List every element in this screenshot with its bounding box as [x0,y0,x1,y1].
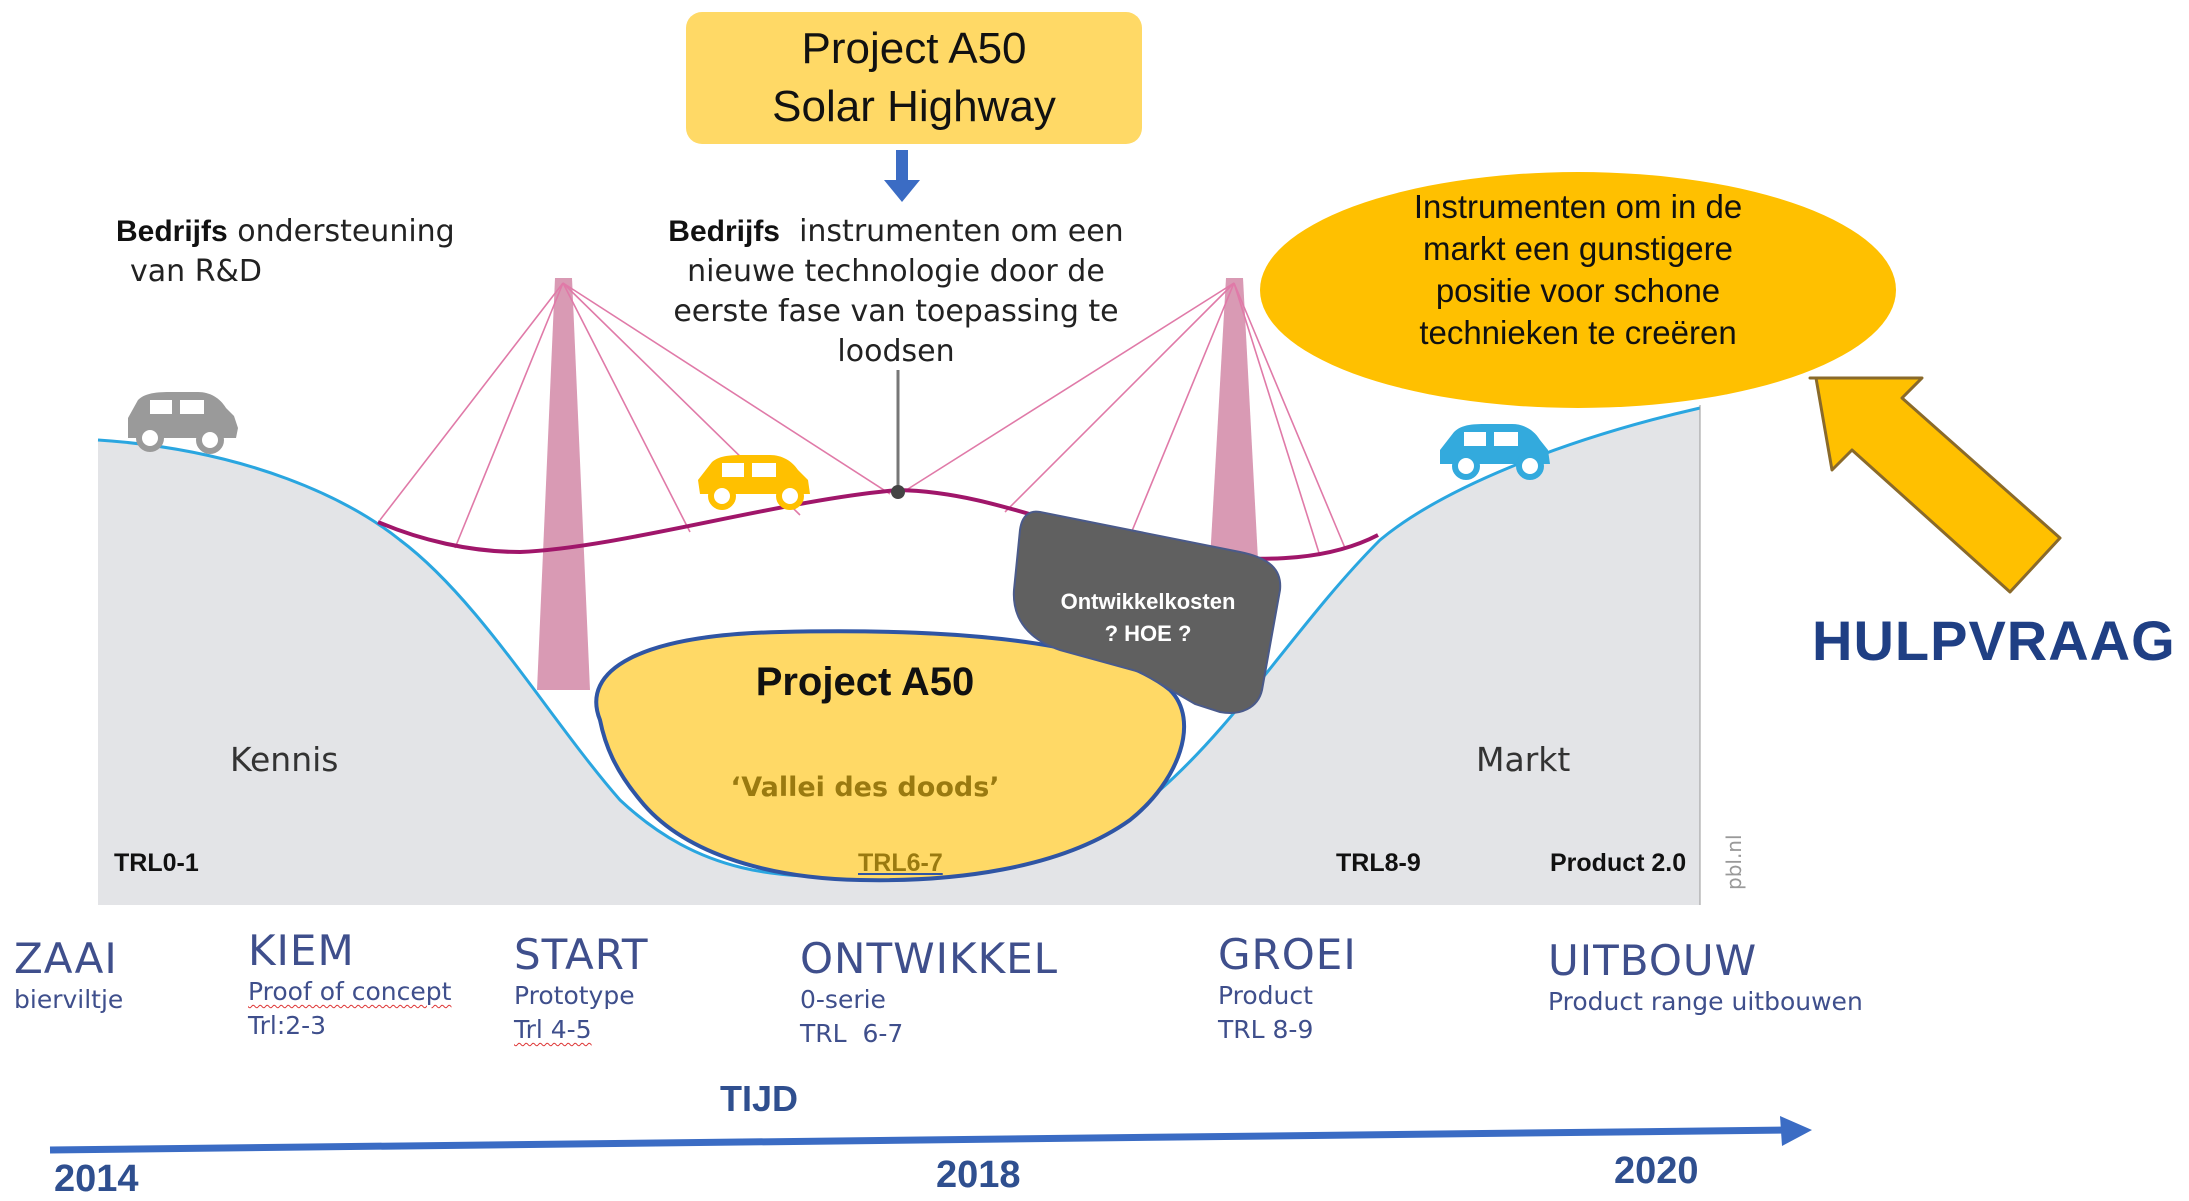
cost-line2: ? HOE ? [1104,621,1192,646]
stage-start: START Prototype Trl 4-5 [514,930,649,1047]
stage-name: GROEI [1218,930,1357,979]
region-kennis: Kennis [230,740,339,779]
cost-label: Ontwikkelkosten ? HOE ? [1028,586,1268,650]
stage-name: ONTWIKKEL [800,934,1059,983]
stage-sub1: Product [1218,981,1313,1010]
project-header-line2: Solar Highway [772,82,1056,131]
trl-label-c: TRL8-9 [1336,849,1421,877]
note-mid-text4: loodsen [837,334,955,369]
pylon-left [537,278,590,690]
car-yellow-icon [698,455,810,510]
market-ellipse-line2: markt een gunstigere [1422,230,1733,267]
stage-name: ZAAI [14,934,118,983]
stage-sub1: Prototype [514,981,635,1010]
year-2020: 2020 [1614,1150,1699,1192]
source-label: pbl.nl [1722,834,1746,890]
market-ellipse-line4: technieken te creëren [1419,314,1737,351]
note-left-text2: van R&D [130,254,263,289]
timeline-arrow [49,1116,1812,1154]
pylon-right [1210,278,1258,560]
stage-name: KIEM [248,926,355,975]
note-mid-bold: Bedrijfs [668,215,780,248]
note-left-bold: Bedrijfs [116,215,228,248]
stage-name: START [514,930,649,979]
market-ellipse [1260,172,1896,408]
note-middle: Bedrijfs instrumenten om een nieuwe tech… [666,212,1126,372]
market-ellipse-line1: Instrumenten om in de [1413,188,1743,225]
stage-sub1: Proof of concept [248,977,452,1006]
trl-label-a: TRL0-1 [114,849,199,877]
stage-sub2: Trl:2-3 [248,1011,327,1040]
note-mid-text3: eerste fase van toepassing te [673,294,1119,329]
project-header: Project A50 Solar Highway [686,12,1142,144]
timeline-label: TIJD [720,1078,799,1119]
valley-subtitle: ‘Vallei des doods’ [730,772,1000,803]
help-arrow [1808,376,2062,594]
trl-label-d: Product 2.0 [1550,849,1687,877]
market-ellipse-line3: positie voor schone [1435,272,1721,309]
cost-shape [1012,510,1282,714]
stage-uitbouw: UITBOUW Product range uitbouwen [1548,936,1863,1019]
valley-title: Project A50 [755,660,975,704]
note-mid-text2: nieuwe technologie door de [687,254,1105,289]
year-2014: 2014 [54,1158,139,1200]
year-2018: 2018 [936,1154,1021,1196]
stage-sub1: bierviltje [14,985,124,1014]
stage-sub1: 0-serie [800,985,886,1014]
stage-sub2: Trl 4-5 [514,1015,592,1044]
note-left-text1: ondersteuning [237,214,455,249]
stage-sub2: TRL 6-7 [800,1019,904,1048]
stage-zaai: ZAAI bierviltje [14,934,123,1017]
project-header-line1: Project A50 [801,24,1027,73]
note-left: Bedrijfs ondersteuning van R&D [116,212,455,292]
valley-blob [594,629,1186,883]
stage-name: UITBOUW [1548,936,1758,985]
stage-ontwikkel: ONTWIKKEL 0-serie TRL 6-7 [800,934,1058,1051]
stage-kiem: KIEM Proof of concept Trl:2-3 [248,926,451,1043]
car-blue-icon [1440,424,1550,480]
car-grey-icon [128,392,238,454]
region-markt: Markt [1476,740,1571,779]
header-arrow [884,150,920,202]
stage-sub2: TRL 8-9 [1218,1015,1314,1044]
help-label: HULPVRAAG [1812,609,2176,672]
cost-line1: Ontwikkelkosten [1060,589,1236,614]
stage-sub1: Product range uitbouwen [1548,987,1863,1016]
trl-label-b: TRL6-7 [858,849,943,877]
market-ellipse-text: Instrumenten om in de markt een gunstige… [1320,186,1836,354]
note-mid-text1: instrumenten om een [799,214,1124,249]
bridge-cables [379,282,1346,557]
terrain [98,408,1700,905]
stage-groei: GROEI Product TRL 8-9 [1218,930,1357,1047]
